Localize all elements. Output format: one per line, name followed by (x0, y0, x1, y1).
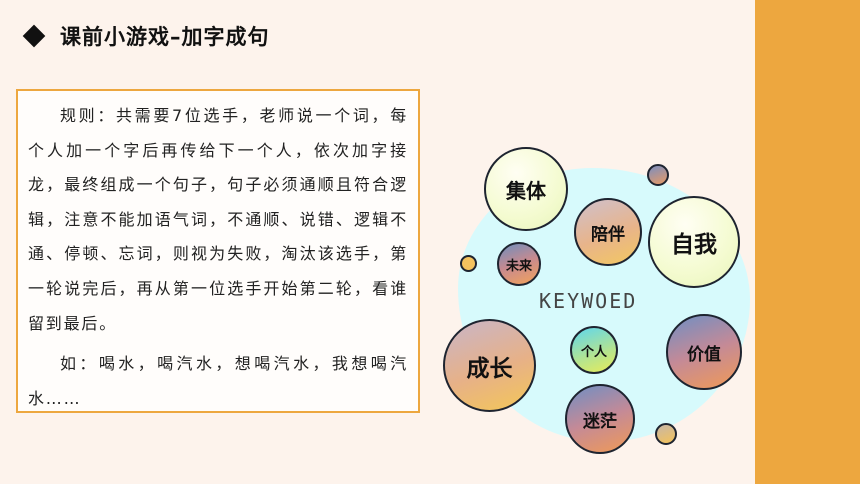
decorative-dot (460, 255, 477, 272)
keyword-label: KEYWOED (539, 289, 638, 313)
bubble-geren: 个人 (570, 326, 618, 374)
diamond-bullet-icon (22, 24, 46, 48)
right-accent-bar (755, 0, 860, 484)
decorative-dot (647, 164, 669, 186)
bubble-jiazhi: 价值 (666, 314, 742, 390)
bubble-mimang: 迷茫 (565, 384, 635, 454)
bubble-jiti: 集体 (484, 147, 568, 231)
page-title: 课前小游戏–加字成句 (60, 25, 270, 49)
decorative-dot (655, 423, 677, 445)
rules-paragraph: 规则：共需要7位选手，老师说一个词，每个人加一个字后再传给下一个人，依次加字接龙… (28, 106, 408, 333)
bubble-peiban: 陪伴 (574, 198, 642, 266)
title-row: 课前小游戏–加字成句 (22, 18, 270, 54)
bubble-ziwo: 自我 (648, 196, 740, 288)
bubble-weilai: 未来 (497, 242, 541, 286)
bubble-chengzhang: 成长 (443, 319, 536, 412)
rules-box: 规则：共需要7位选手，老师说一个词，每个人加一个字后再传给下一个人，依次加字接龙… (16, 89, 420, 413)
example-paragraph: 如：喝水，喝汽水，想喝汽水，我想喝汽水…… (28, 354, 408, 408)
